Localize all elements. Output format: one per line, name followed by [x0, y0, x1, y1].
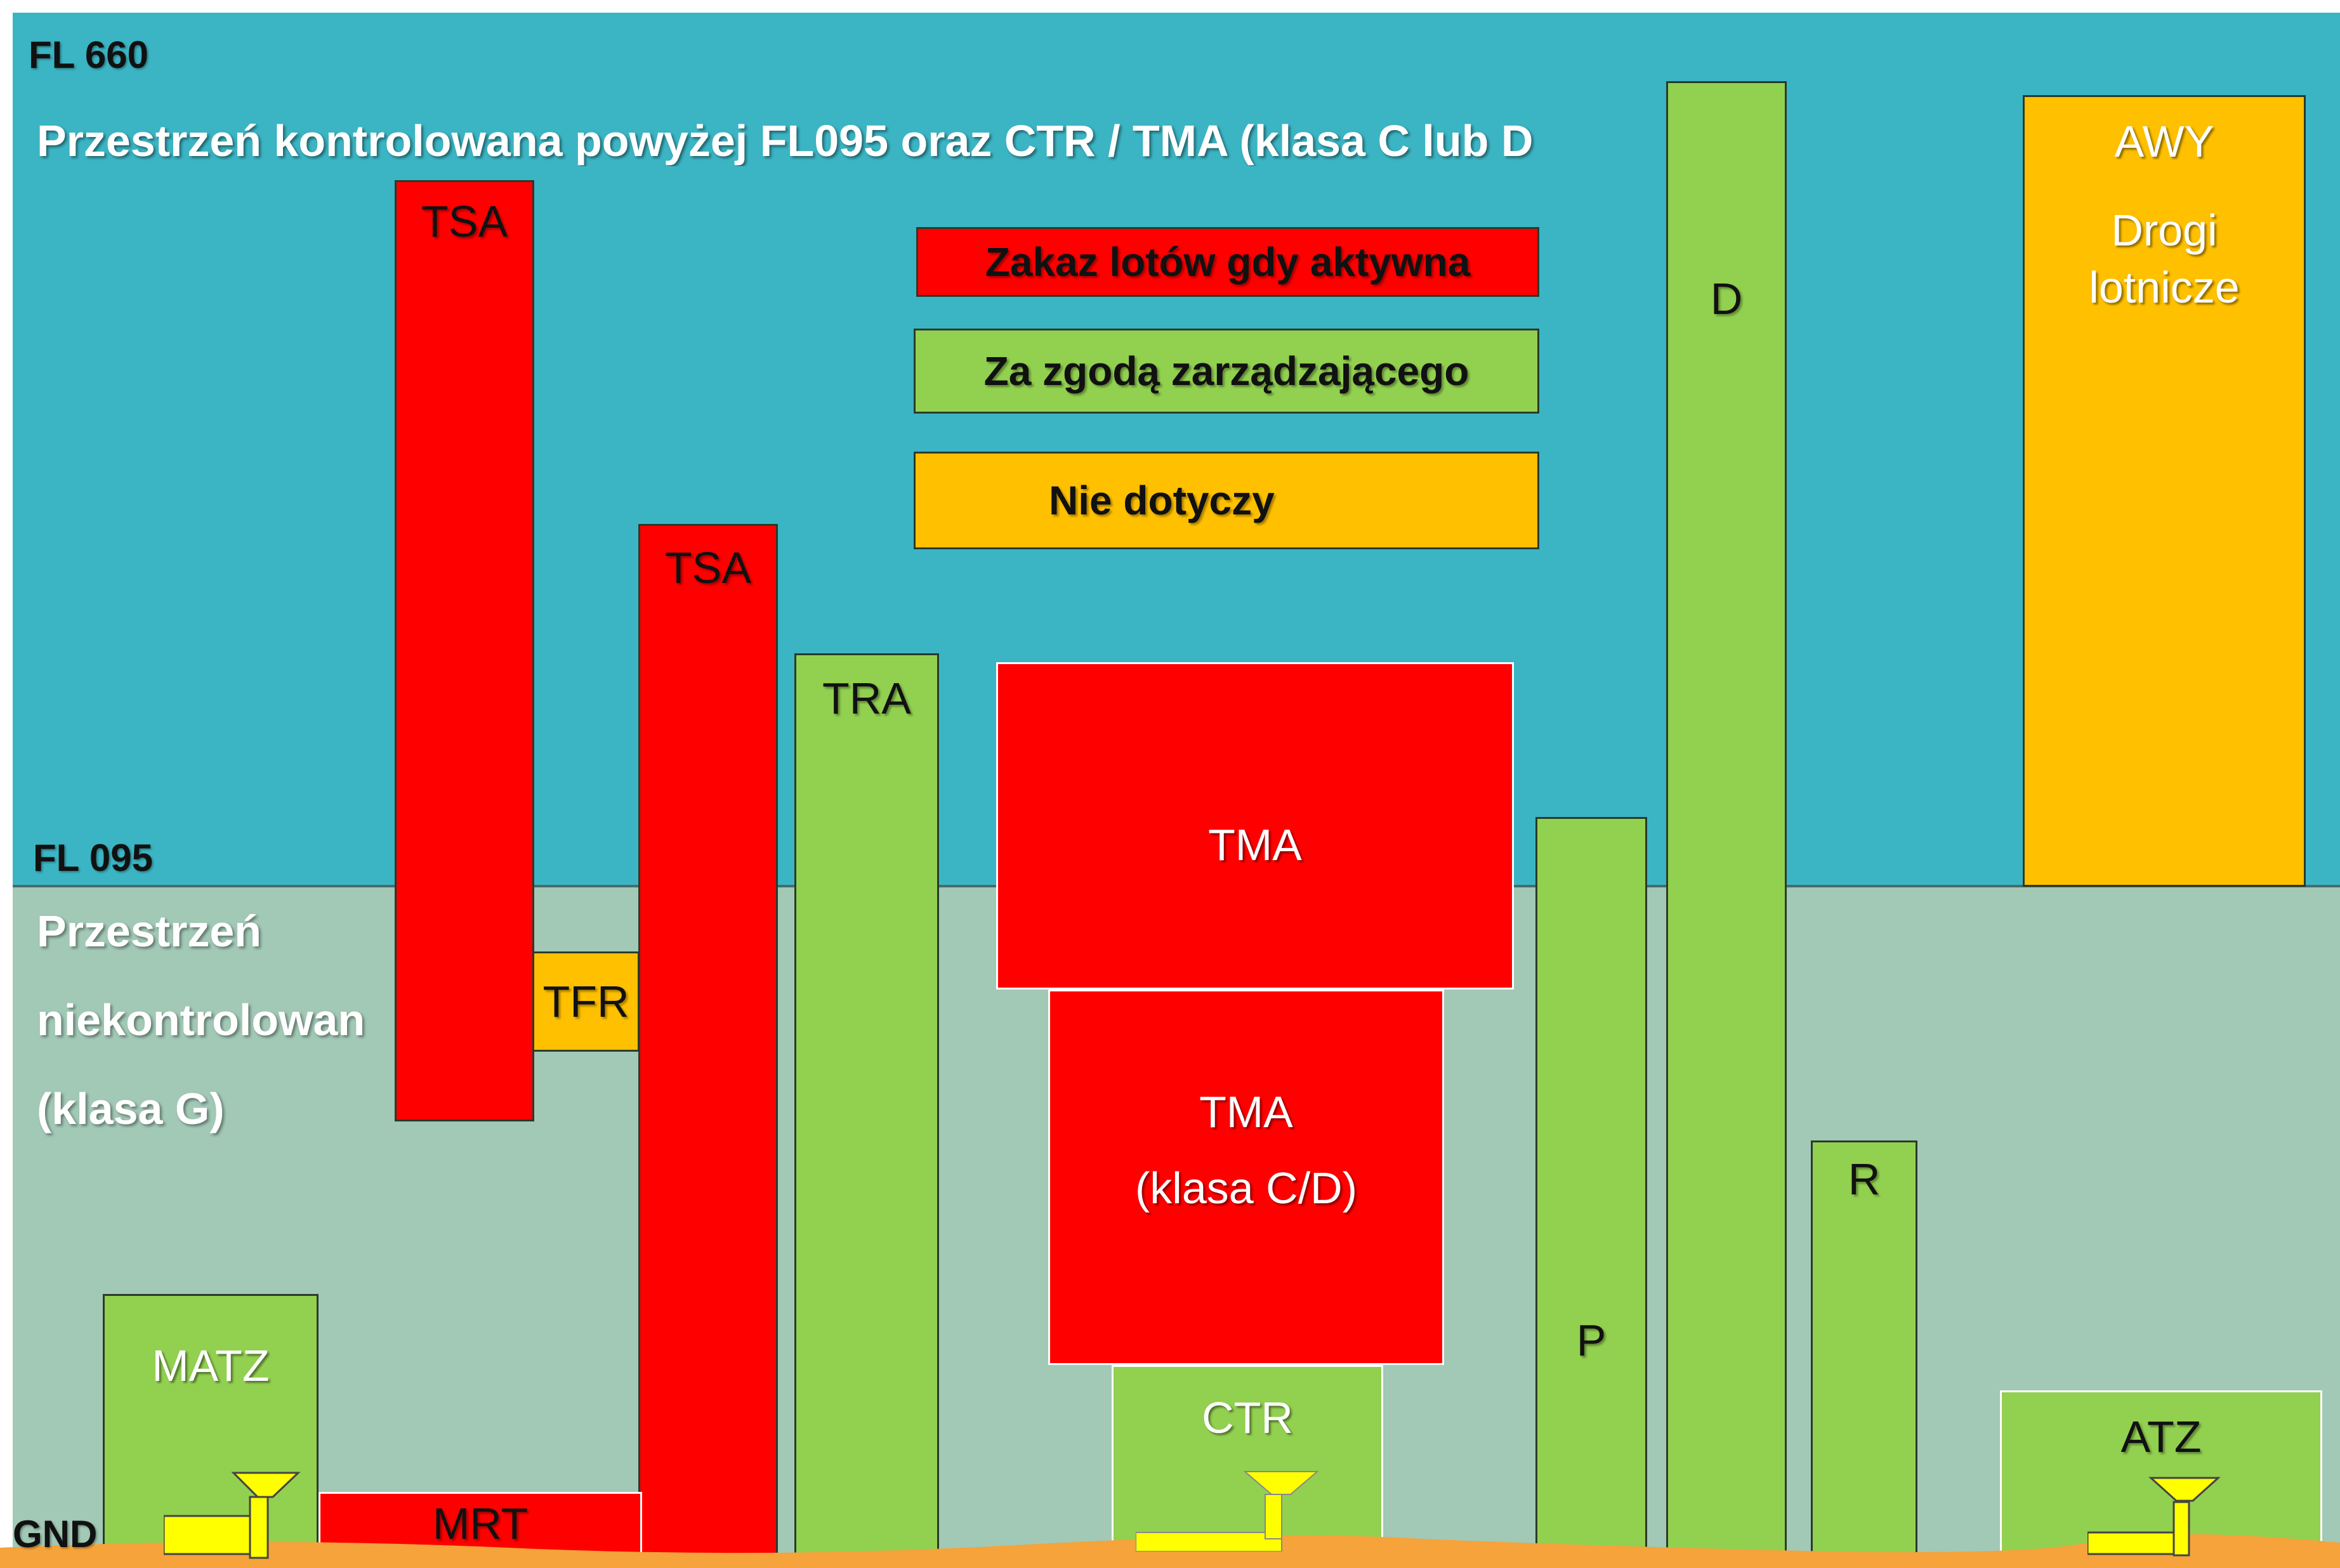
tfr-zone-label: TFR — [542, 977, 629, 1026]
r-zone-label: R — [1848, 1154, 1881, 1204]
tsa-zone-2-label: TSA — [664, 543, 752, 592]
legend-prohibited: Zakaz lotów gdy aktywna — [916, 227, 1539, 297]
awy-zone: AWY Drogi lotnicze — [2023, 95, 2306, 887]
p-zone-label: P — [1576, 1316, 1607, 1365]
fl095-label: FL 095 — [33, 837, 153, 879]
fl660-label: FL 660 — [29, 34, 148, 76]
atz-zone-label: ATZ — [2120, 1412, 2202, 1461]
mrt-zone-label: MRT — [432, 1499, 529, 1548]
tma-upper-zone-label: TMA — [1208, 820, 1302, 870]
tma-lower-zone-label-2: (klasa C/D) — [1134, 1163, 1358, 1213]
p-zone: P — [1535, 817, 1647, 1559]
control-tower-icon — [164, 1472, 301, 1559]
tfr-zone: TFR — [534, 951, 640, 1052]
controlled-airspace-title: Przestrzeń kontrolowana powyżej FL095 or… — [37, 116, 1534, 166]
control-tower-icon — [2087, 1477, 2221, 1557]
uncontrolled-title-line-2: niekontrolowan — [37, 995, 365, 1045]
tma-lower-zone-label-1: TMA — [1199, 1087, 1293, 1137]
tra-zone: TRA — [794, 653, 939, 1558]
awy-zone-label-2: Drogi — [2111, 206, 2218, 255]
legend-prohibited-label: Zakaz lotów gdy aktywna — [985, 239, 1471, 285]
d-zone: D — [1666, 81, 1787, 1558]
tra-zone-label: TRA — [822, 674, 911, 723]
tma-upper-zone: TMA — [996, 662, 1514, 990]
legend-permission-label: Za zgodą zarządzającego — [983, 348, 1469, 394]
d-zone-label: D — [1710, 274, 1743, 323]
r-zone: R — [1811, 1140, 1917, 1564]
tsa-zone-1-label: TSA — [421, 197, 508, 246]
ground-label: GND — [13, 1513, 98, 1555]
ctr-zone-label: CTR — [1202, 1393, 1293, 1442]
legend-permission: Za zgodą zarządzającego — [914, 329, 1539, 414]
control-tower-icon — [1136, 1471, 1319, 1552]
awy-zone-label-3: lotnicze — [2089, 263, 2240, 312]
uncontrolled-title-line-1: Przestrzeń — [37, 906, 262, 956]
matz-zone-label: MATZ — [152, 1341, 270, 1390]
tsa-zone-2: TSA — [638, 524, 778, 1558]
legend-not-applicable: Nie dotyczy — [914, 452, 1539, 549]
uncontrolled-title-line-3: (klasa G) — [37, 1084, 225, 1134]
tma-lower-zone: TMA (klasa C/D) — [1048, 990, 1444, 1365]
tsa-zone-1: TSA — [395, 180, 534, 1121]
awy-zone-label: AWY — [2114, 117, 2214, 166]
legend-not-applicable-label: Nie dotyczy — [1049, 478, 1275, 523]
